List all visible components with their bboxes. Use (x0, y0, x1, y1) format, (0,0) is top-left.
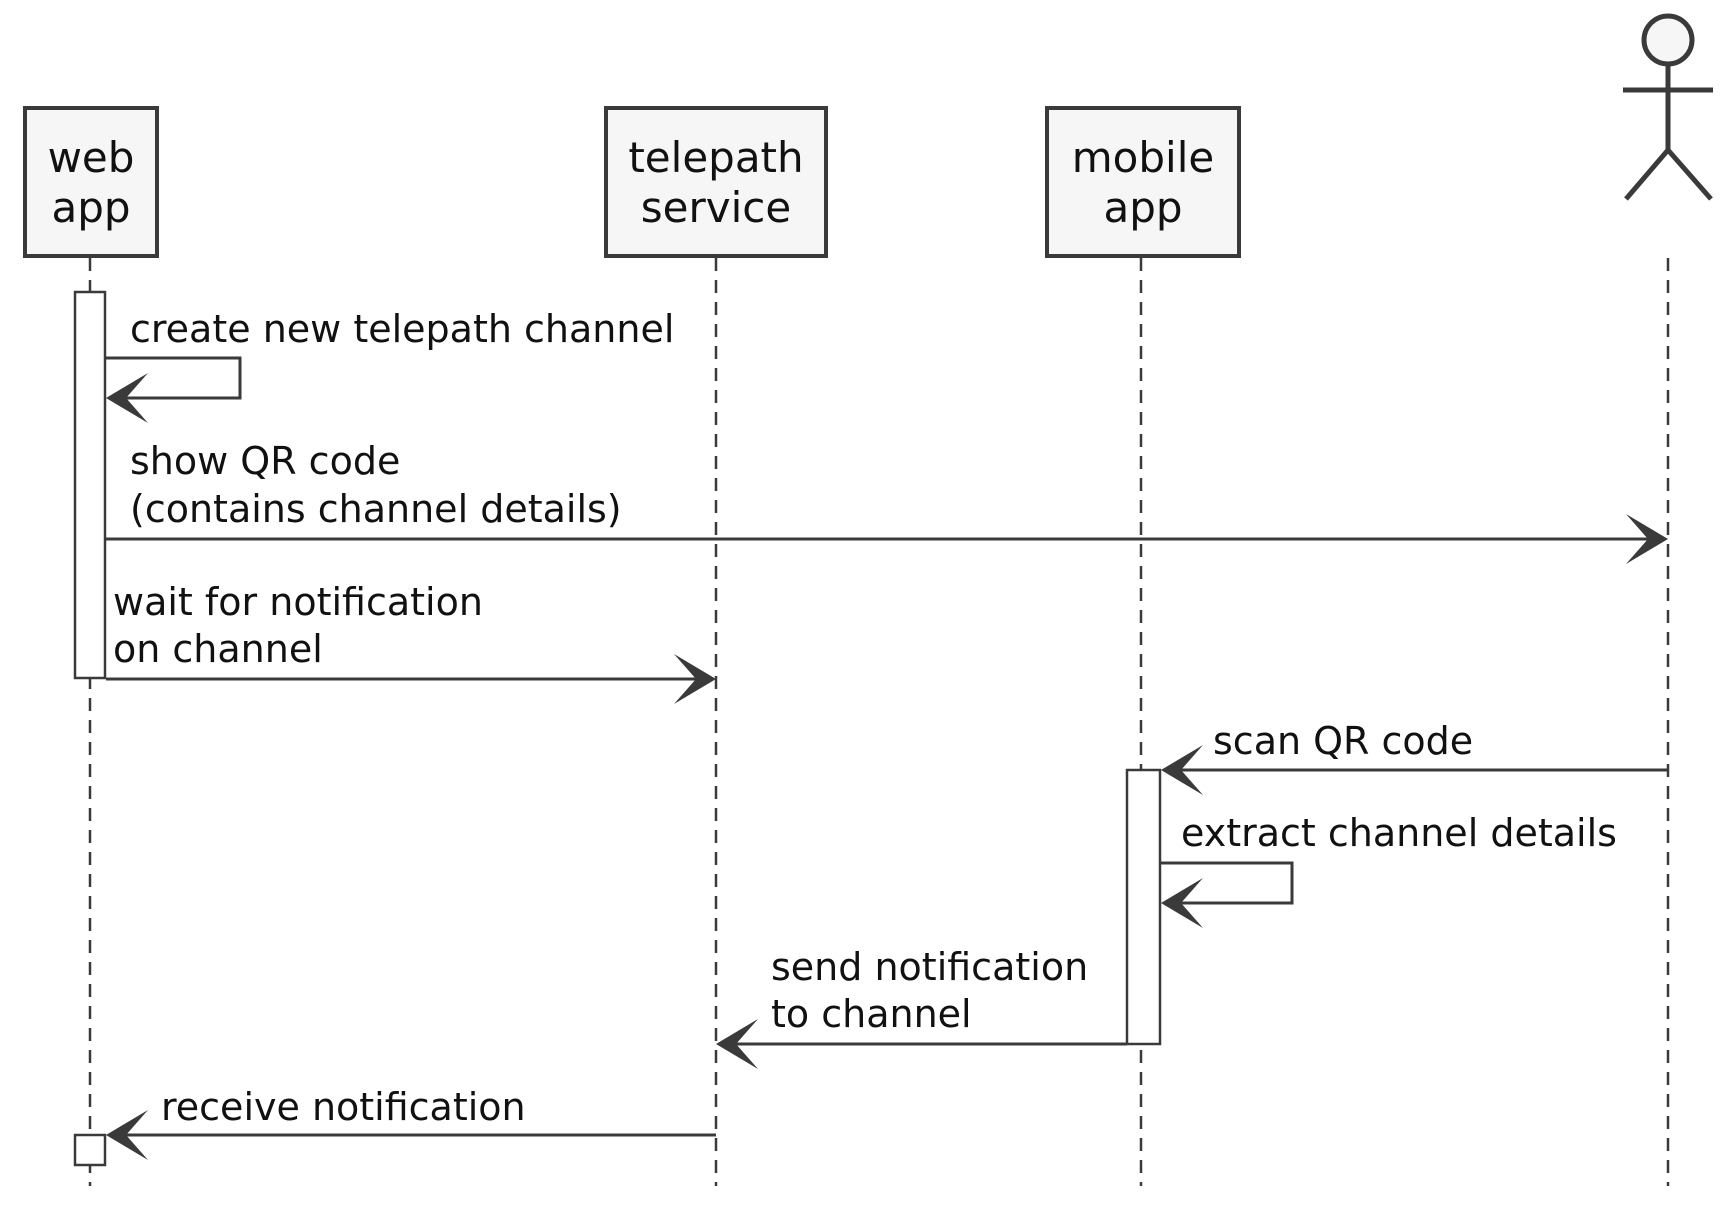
arrowhead (106, 373, 148, 423)
arrowhead (716, 1019, 758, 1069)
arrowhead (1626, 514, 1668, 564)
participant-box (1045, 106, 1241, 258)
activation-mobile-app (1125, 768, 1162, 1046)
message-show-qr-code: show QR code (contains channel details) (106, 439, 1668, 564)
message-label-line: on channel (113, 627, 323, 671)
participant-label-line: app (1103, 183, 1182, 232)
activation-web-app-1 (73, 290, 107, 680)
arrowhead (1161, 745, 1203, 795)
participant-label-line: app (51, 183, 130, 232)
message-label-line: receive notification (161, 1085, 526, 1129)
actor-leg-right (1666, 148, 1713, 201)
message-receive-notification: receive notification (106, 1085, 716, 1160)
activation-web-app-2 (73, 1133, 107, 1167)
message-label-line: extract channel details (1181, 811, 1617, 855)
message-create-channel: create new telepath channel (106, 307, 674, 423)
participant-label-line: telepath (628, 133, 803, 182)
participant-telepath-service: telepath service (604, 106, 828, 258)
participant-label-line: web (48, 133, 135, 182)
arrowhead (1161, 878, 1203, 928)
actor-head (1641, 13, 1695, 67)
message-line (1161, 861, 1294, 905)
message-wait-for-notification: wait for notification on channel (106, 580, 716, 704)
message-label-line: show QR code (130, 439, 400, 483)
arrowhead (106, 1110, 148, 1160)
actor-leg-left (1624, 148, 1670, 201)
message-label-line: scan QR code (1213, 719, 1473, 763)
message-scan-qr-code: scan QR code (1161, 719, 1668, 795)
participant-mobile-app: mobile app (1045, 106, 1241, 258)
message-send-notification: send notification to channel (716, 945, 1127, 1069)
message-line (106, 356, 242, 400)
participant-box (604, 106, 828, 258)
message-extract-channel-details: extract channel details (1161, 811, 1617, 928)
message-label-line: wait for notification (113, 580, 483, 624)
message-label-line: send notification (771, 945, 1088, 989)
participant-web-app: web app (23, 106, 159, 258)
participant-box (23, 106, 159, 258)
participant-label-line: mobile (1072, 133, 1214, 182)
message-label-line: to channel (771, 992, 972, 1036)
participant-label-line: service (641, 183, 791, 232)
arrowhead (674, 654, 716, 704)
message-label-line: create new telepath channel (130, 307, 674, 351)
message-label-line: (contains channel details) (130, 487, 622, 531)
actor-user-icon (1623, 13, 1713, 201)
